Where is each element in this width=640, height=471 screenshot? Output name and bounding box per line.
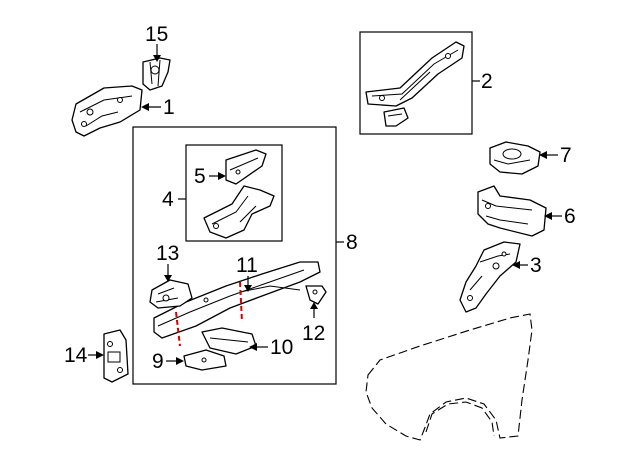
callout-4: 4: [162, 188, 186, 211]
callout-1: 1: [141, 96, 175, 119]
callout-9: 9: [152, 350, 184, 373]
callout-13: 13: [156, 242, 179, 282]
callout-12: 12: [302, 302, 325, 345]
callout-2: 2: [472, 70, 493, 93]
part-12-plate: [305, 285, 327, 305]
callout-6: 6: [544, 205, 576, 228]
callout-5-label: 5: [194, 165, 206, 188]
part-8-box: [132, 126, 337, 385]
part-14-mount-plate: [103, 329, 129, 383]
callout-8-label: 8: [346, 231, 358, 254]
part-2-rail-reinforcement: [365, 41, 465, 127]
part-11-side-rail: [153, 261, 321, 339]
callout-14: 14: [64, 344, 104, 367]
callout-2-label: 2: [481, 70, 493, 93]
part-13-bracket: [149, 279, 193, 309]
callout-7-label: 7: [560, 144, 572, 167]
part-5-bracket: [225, 149, 267, 185]
callout-3-label: 3: [530, 254, 542, 277]
callout-3: 3: [512, 254, 542, 277]
part-4-extension: [203, 185, 275, 239]
callout-12-label: 12: [302, 322, 325, 345]
part-1-apron-bracket: [71, 85, 143, 137]
rail-cut-lines: [175, 281, 243, 347]
part-4-box: [185, 144, 283, 242]
callout-11-label: 11: [236, 254, 258, 277]
callout-15: 15: [145, 23, 168, 62]
callout-1-label: 1: [163, 96, 175, 119]
part-7-strut-cap: [489, 141, 541, 175]
part-6-strut-tower: [477, 185, 547, 237]
part-15-bracket: [142, 57, 171, 91]
callout-13-label: 13: [156, 242, 179, 265]
part-2-box: [359, 31, 473, 135]
callout-8: 8: [336, 231, 358, 254]
part-9-bracket: [183, 349, 227, 371]
callout-10: 10: [249, 336, 293, 359]
callout-9-label: 9: [152, 350, 164, 373]
part-3-apron-panel: [459, 241, 521, 313]
fender-outline: [365, 313, 533, 441]
part-10-plate: [201, 327, 257, 355]
callout-4-label: 4: [162, 188, 174, 211]
callout-10-label: 10: [270, 336, 293, 359]
callout-15-label: 15: [145, 23, 168, 46]
callout-6-label: 6: [564, 205, 576, 228]
callout-7: 7: [539, 144, 572, 167]
callout-14-label: 14: [64, 344, 88, 367]
callout-5: 5: [194, 165, 226, 188]
callout-11: 11: [236, 254, 258, 292]
